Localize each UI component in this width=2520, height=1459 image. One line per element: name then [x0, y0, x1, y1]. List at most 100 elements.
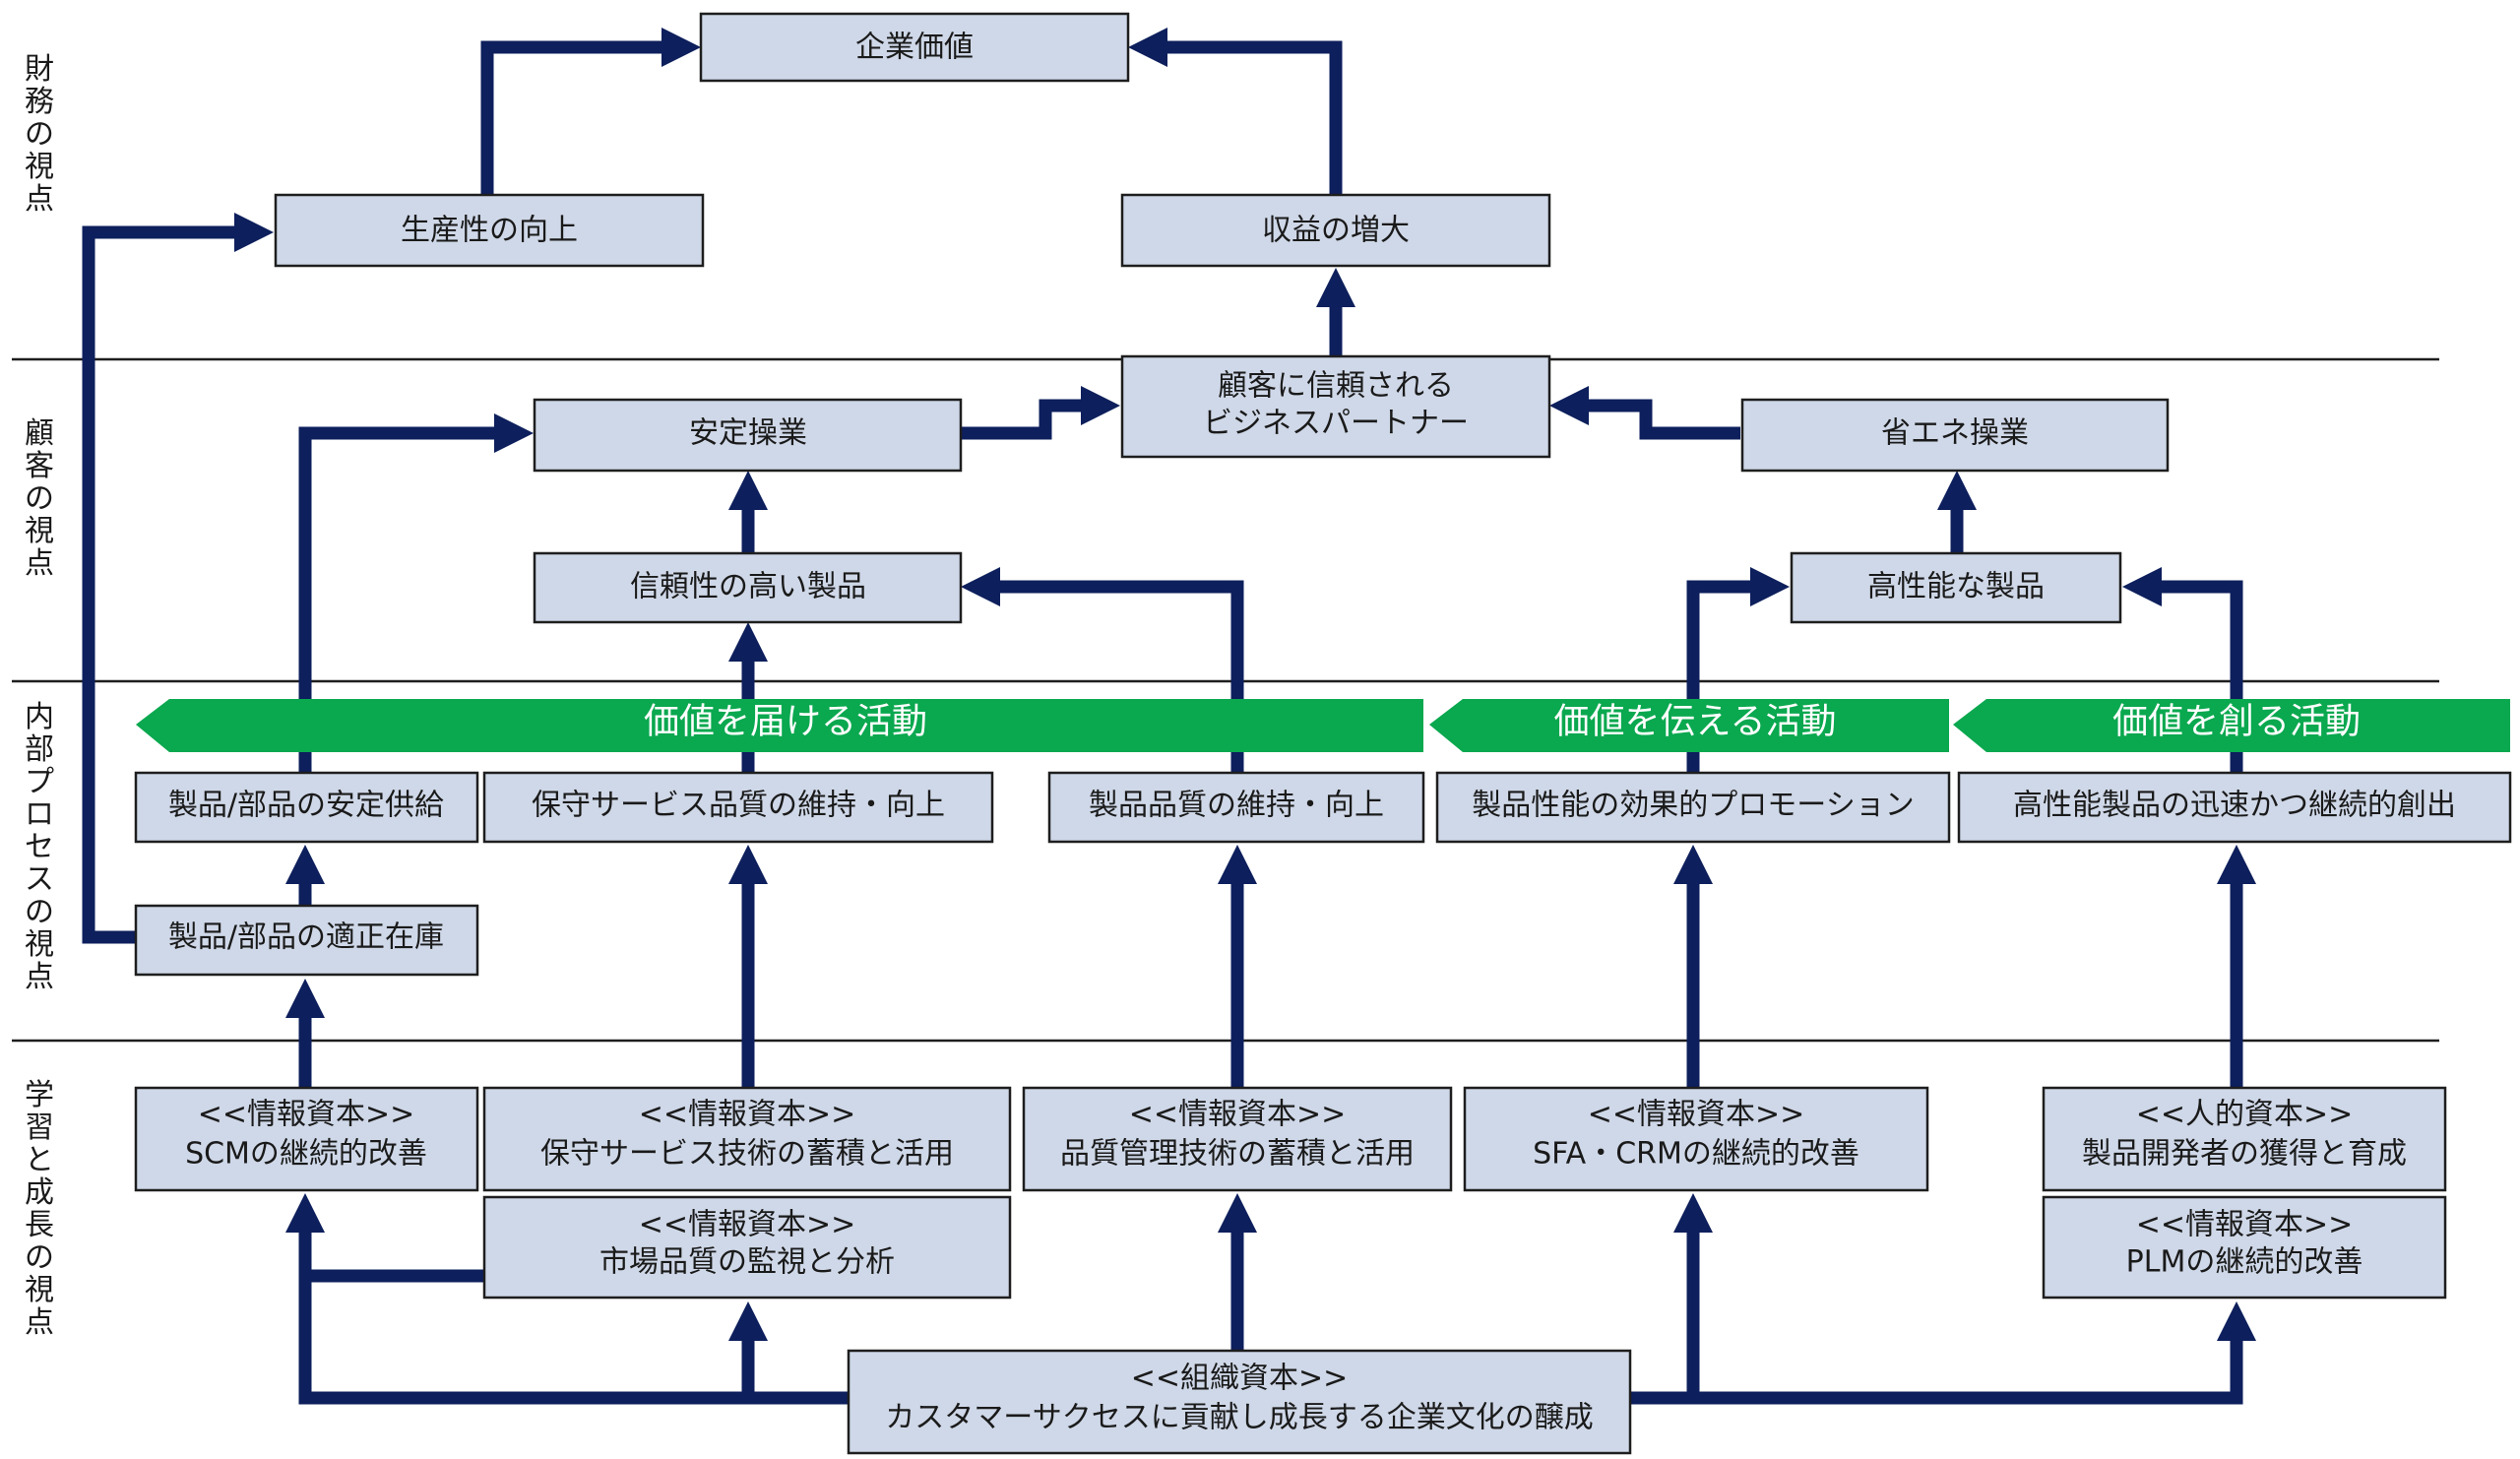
connector-culture-to-scm	[298, 1231, 849, 1405]
box-service-tech-line1: <<情報資本>>	[639, 1098, 856, 1132]
box-scm	[134, 1086, 479, 1192]
box-trusted-partner-line2: ビジネスパートナー	[1203, 407, 1469, 441]
box-product-quality	[1047, 771, 1425, 844]
connector-energy-to-partner	[1587, 399, 1740, 440]
arrowhead	[662, 28, 701, 67]
box-stable-supply	[134, 771, 479, 844]
box-scm-line2: SCMの継続的改善	[185, 1137, 427, 1172]
box-productivity	[274, 193, 705, 268]
arrowhead	[728, 845, 768, 884]
box-qc-tech-line2: 品質管理技術の蓄積と活用	[1060, 1137, 1415, 1172]
box-plm-line2: PLMの継続的改善	[2126, 1245, 2363, 1280]
box-trusted-partner	[1120, 354, 1551, 459]
connector-inventory-to-productivity	[82, 225, 234, 944]
connector-productivity-to-value	[480, 40, 662, 195]
arrowhead	[1750, 567, 1790, 606]
arrowhead	[1081, 386, 1120, 425]
box-revenue	[1120, 193, 1551, 268]
box-corporate-value-label: 企業価値	[855, 31, 974, 65]
box-culture-line1: <<組織資本>>	[1131, 1362, 1349, 1396]
box-developers-line2: 製品開発者の獲得と育成	[2082, 1137, 2407, 1172]
box-sfa-crm-line2: SFA・CRMの継続的改善	[1533, 1137, 1859, 1172]
connectors	[82, 28, 2256, 1405]
box-trusted-partner-line1: 顧客に信頼される	[1218, 369, 1454, 404]
arrowhead	[494, 413, 534, 453]
box-market-quality-line2: 市場品質の監視と分析	[599, 1245, 895, 1280]
arrowhead	[728, 471, 768, 510]
connector-culture-to-right	[1630, 1341, 2243, 1405]
arrowhead	[1673, 1193, 1713, 1233]
arrowhead	[1316, 268, 1355, 307]
connector-revenue-to-value	[1167, 40, 1343, 195]
banner-deliver-label: 価値を届ける活動	[644, 702, 927, 742]
box-market-quality	[482, 1195, 1012, 1300]
perspective-internal-label: 内部プロセスの視点	[25, 700, 54, 994]
box-corporate-value	[699, 12, 1130, 83]
box-developers-line1: <<人的資本>>	[2136, 1098, 2354, 1132]
arrowhead	[1218, 845, 1257, 884]
perspective-financial-label: 財務の視点	[25, 52, 54, 217]
box-qc-tech	[1022, 1086, 1453, 1192]
box-rapid-creation-label: 高性能製品の迅速かつ継続的創出	[2013, 789, 2456, 823]
box-stable-operation-label: 安定操業	[689, 416, 807, 451]
banner-communicate: 価値を伝える活動	[1429, 699, 1949, 752]
arrowhead	[2217, 1301, 2256, 1341]
perspective-learning-label: 学習と成長の視点	[25, 1078, 54, 1340]
box-sfa-crm	[1463, 1086, 1929, 1192]
arrowhead	[1937, 471, 1977, 510]
perspective-customer-label: 顧客の視点	[25, 416, 54, 581]
box-high-performance	[1790, 551, 2122, 624]
banner-communicate-shape	[1429, 699, 1949, 752]
box-culture	[847, 1349, 1632, 1455]
box-inventory	[134, 904, 479, 977]
box-qc-tech-line1: <<情報資本>>	[1129, 1098, 1347, 1132]
box-product-quality-label: 製品品質の維持・向上	[1089, 789, 1384, 823]
arrowhead	[234, 213, 274, 252]
arrowhead	[1218, 1193, 1257, 1233]
box-energy-saving-label: 省エネ操業	[1881, 416, 2029, 451]
box-service-quality-label: 保守サービス品質の維持・向上	[532, 789, 945, 823]
box-plm-line1: <<情報資本>>	[2136, 1208, 2354, 1242]
arrowhead	[285, 845, 325, 884]
box-revenue-label: 収益の増大	[1262, 214, 1410, 248]
banner-deliver: 価値を届ける活動	[136, 699, 1423, 752]
connector-stable-to-partner	[961, 399, 1083, 440]
box-promotion	[1435, 771, 1951, 844]
banner-create: 価値を創る活動	[1953, 699, 2510, 752]
box-high-performance-label: 高性能な製品	[1867, 570, 2045, 604]
arrowhead	[728, 1301, 768, 1341]
arrowhead	[285, 979, 325, 1018]
box-service-quality	[482, 771, 994, 844]
box-service-tech-line2: 保守サービス技術の蓄積と活用	[540, 1137, 954, 1172]
box-culture-line2: カスタマーサクセスに貢献し成長する企業文化の醸成	[885, 1401, 1593, 1435]
banner-create-shape	[1953, 699, 2510, 752]
box-inventory-label: 製品/部品の適正在庫	[168, 920, 444, 955]
arrowhead	[1673, 845, 1713, 884]
box-productivity-label: 生産性の向上	[401, 214, 578, 248]
box-reliable-products-label: 信頼性の高い製品	[630, 570, 866, 604]
arrowhead	[1549, 386, 1589, 425]
box-plm	[2042, 1195, 2447, 1300]
box-stable-supply-label: 製品/部品の安定供給	[168, 789, 444, 823]
box-stable-operation	[533, 398, 963, 473]
box-energy-saving	[1740, 398, 2170, 473]
box-market-quality-line1: <<情報資本>>	[639, 1208, 856, 1242]
arrowhead	[961, 567, 1000, 606]
box-developers	[2042, 1086, 2447, 1192]
banner-deliver-shape	[136, 699, 1423, 752]
box-scm-line1: <<情報資本>>	[198, 1098, 415, 1132]
banner-communicate-label: 価値を伝える活動	[1554, 702, 1837, 742]
box-promotion-label: 製品性能の効果的プロモーション	[1472, 789, 1914, 823]
arrowhead	[285, 1193, 325, 1233]
arrowhead	[1128, 28, 1167, 67]
connector-supply-to-stable	[298, 426, 494, 773]
arrowhead	[728, 622, 768, 662]
box-rapid-creation	[1957, 771, 2512, 844]
box-sfa-crm-line1: <<情報資本>>	[1588, 1098, 1805, 1132]
banner-create-label: 価値を創る活動	[2112, 702, 2361, 742]
box-service-tech	[482, 1086, 1012, 1192]
box-reliable-products	[533, 551, 963, 624]
arrowhead	[2122, 567, 2162, 606]
arrowhead	[2217, 845, 2256, 884]
